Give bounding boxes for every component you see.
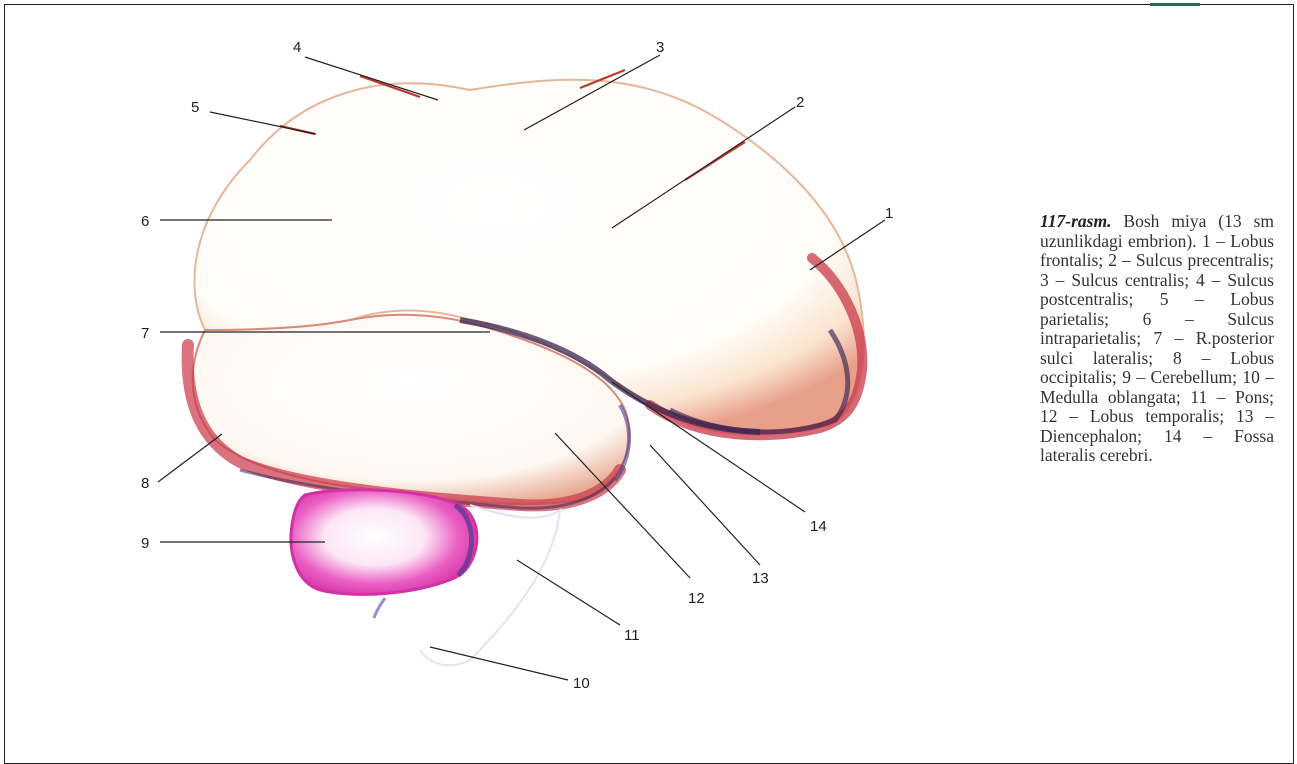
label-11: 11 (624, 627, 640, 644)
caption-item-7: 7 – R.posterior sulci lateralis; (1040, 328, 1274, 368)
label-13: 13 (752, 570, 769, 587)
caption-item-12: 12 – Lobus temporalis; (1040, 406, 1225, 426)
caption-item-10: 10 – Medulla oblangata; (1040, 367, 1274, 407)
brain-illustration: 1 2 3 4 5 6 7 8 9 10 11 12 13 14 (141, 39, 893, 692)
figure-number: 117-rasm. (1040, 211, 1112, 231)
caption-item-5: 5 – Lobus parietalis; (1040, 289, 1275, 329)
label-8: 8 (141, 475, 149, 492)
lateral-sulcus (459, 317, 761, 435)
leader-2 (611, 106, 796, 229)
leader-5 (209, 111, 317, 135)
frontal-lobe-rim (645, 253, 868, 441)
label-3: 3 (656, 39, 664, 56)
label-5: 5 (191, 99, 199, 116)
caption-item-9: 9 – Cerebellum; (1122, 367, 1237, 387)
caption-item-3: 3 – Sulcus centralis; (1040, 269, 1190, 290)
number-labels: 1 2 3 4 5 6 7 8 9 10 11 12 13 14 (141, 39, 893, 692)
caption-item-4: 4 – Sulcus postcentralis; (1040, 269, 1274, 309)
label-6: 6 (141, 213, 149, 230)
label-7: 7 (141, 325, 149, 342)
label-2: 2 (796, 94, 804, 111)
label-9: 9 (141, 535, 149, 552)
label-4: 4 (293, 39, 301, 56)
leader-11 (516, 559, 621, 626)
caption-item-6: 6 – Sulcus intraparietalis; (1040, 308, 1274, 348)
top-edge-accent (1150, 3, 1200, 6)
leader-10 (429, 646, 569, 681)
leader-1 (809, 219, 886, 271)
leader-8 (157, 433, 223, 483)
label-14: 14 (810, 518, 827, 535)
cerebellum (289, 488, 479, 596)
label-1: 1 (885, 205, 893, 222)
leader-4 (304, 56, 439, 101)
caption-item-2: 2 – Sulcus precentralis; (1108, 250, 1275, 270)
caption-item-13: 13 – Diencephalon; (1040, 406, 1275, 446)
label-12: 12 (688, 590, 705, 607)
label-10: 10 (573, 675, 590, 692)
brainstem (419, 504, 562, 667)
caption-item-11: 11 – Pons; (1190, 386, 1274, 407)
caption-title: Bosh miya (13 sm uzunlikdagi embrion). (1040, 211, 1274, 251)
leader-lines (157, 54, 886, 681)
caption-item-8: 8 – Lobus occipitalis; (1040, 347, 1274, 387)
caption-item-1: 1 – Lobus frontalis; (1040, 230, 1274, 270)
leader-12 (554, 432, 691, 579)
leader-14 (611, 381, 806, 513)
caption-item-14: 14 – Fossa lateralis cerebri. (1040, 425, 1275, 465)
leader-13 (649, 444, 761, 566)
leader-3 (523, 54, 661, 131)
figure-caption: 117-rasm. Bosh miya (13 sm uzunlikdagi e… (1040, 211, 1275, 466)
